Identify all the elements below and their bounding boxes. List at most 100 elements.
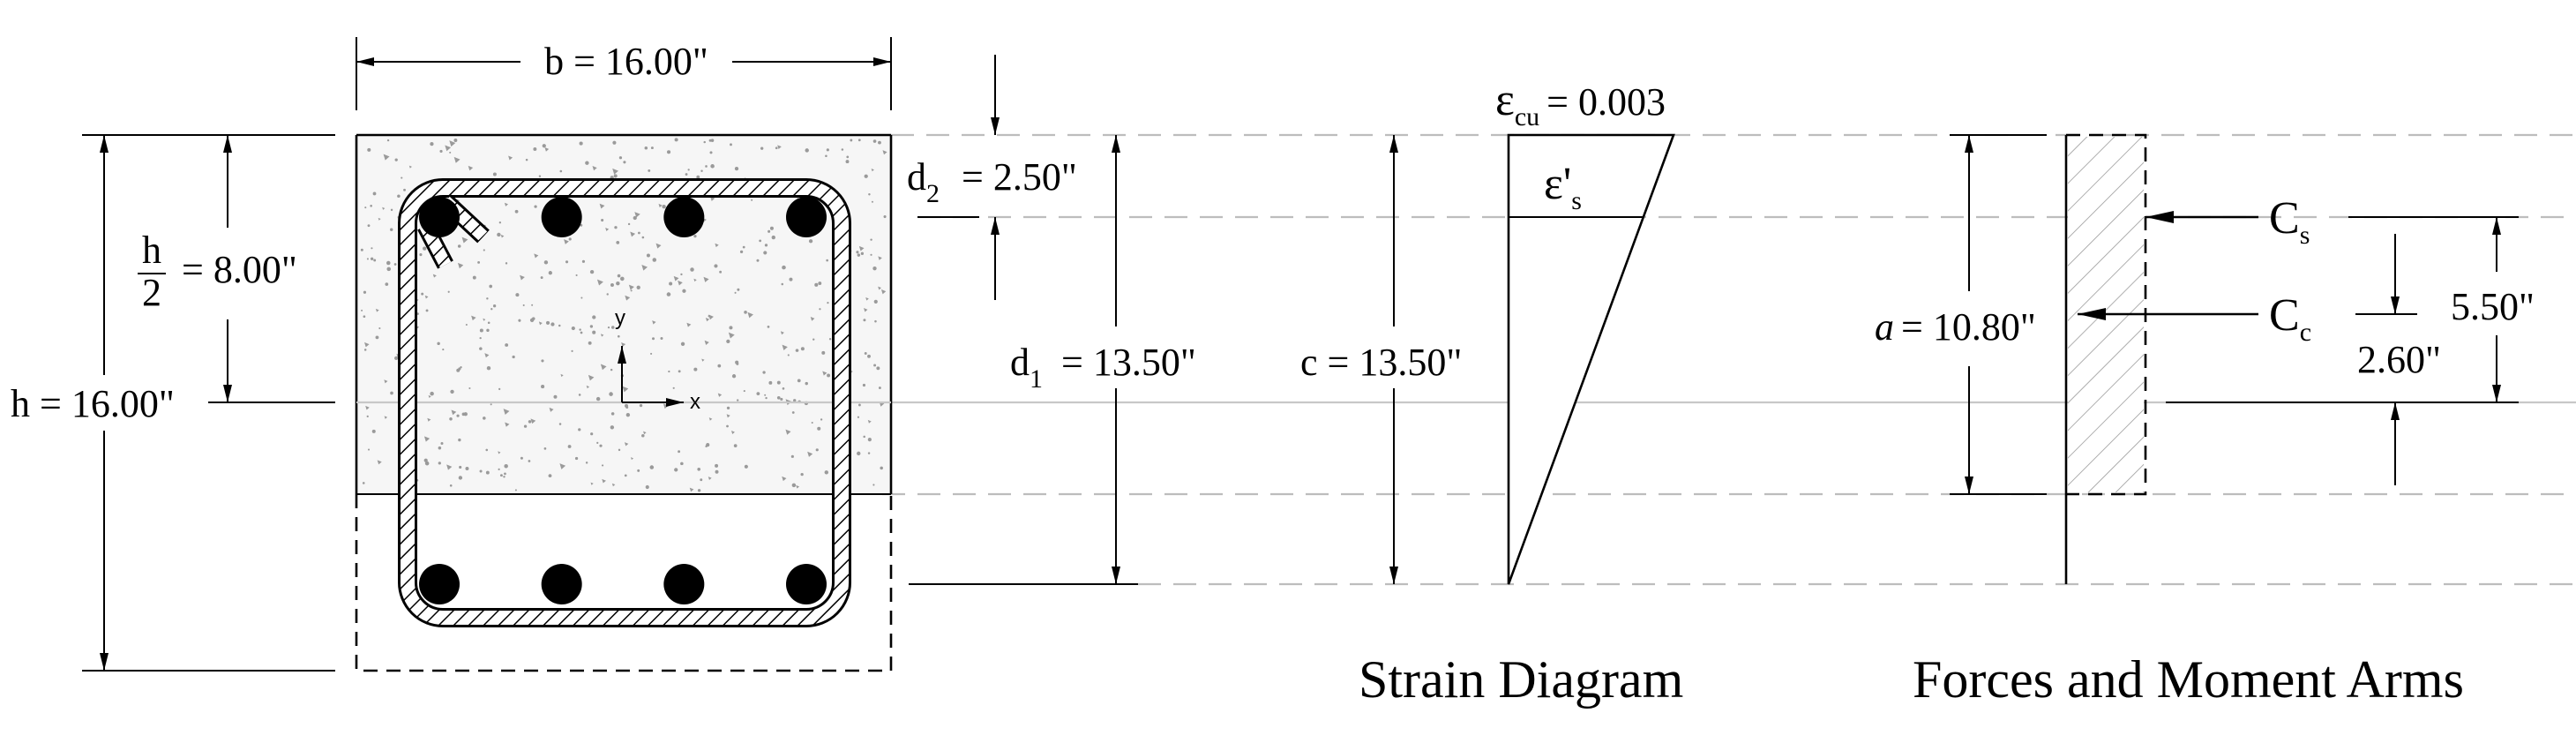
speckle-dot [498, 468, 500, 470]
speckle-dot [384, 416, 388, 419]
speckle-dot [822, 371, 827, 376]
speckle-dot [708, 314, 711, 318]
speckle-dot [423, 246, 427, 251]
speckle-dot [826, 148, 829, 152]
speckle-dot [872, 484, 875, 486]
speckle-dot [558, 324, 561, 327]
speckle-dot [690, 267, 694, 272]
speckle-dot [878, 256, 882, 260]
speckle-dot [782, 476, 787, 482]
speckle-dot [596, 279, 603, 286]
speckle-dot [370, 257, 374, 260]
speckle-dot [544, 146, 550, 152]
speckle-dot [648, 169, 651, 172]
speckle-dot [508, 155, 513, 161]
speckle-dot [609, 392, 613, 396]
speckle-dot [860, 251, 865, 255]
speckle-dot [559, 463, 566, 469]
speckle-dot [483, 417, 486, 420]
speckle-dot [453, 156, 461, 163]
speckle-dot [612, 168, 618, 175]
speckle-dot [787, 354, 790, 356]
speckle-dot [730, 143, 732, 146]
speckle-dot [759, 239, 762, 243]
speckle-dot [817, 426, 821, 431]
speckle-dot [693, 235, 697, 238]
speckle-dot [560, 373, 564, 378]
speckle-dot [673, 275, 679, 281]
speckle-dot [710, 139, 715, 142]
height-dimension: h = 16.00" [11, 134, 335, 672]
speckle-dot [870, 238, 872, 241]
speckle-dot [612, 140, 617, 145]
speckle-dot [680, 462, 684, 466]
speckle-dot [731, 374, 737, 379]
speckle-dot [393, 263, 397, 266]
speckle-dot [385, 282, 389, 286]
speckle-dot [578, 428, 581, 432]
speckle-dot [739, 250, 744, 253]
speckle-dot [734, 166, 739, 171]
speckle-dot [870, 253, 872, 256]
speckle-dot [846, 155, 850, 159]
speckle-dot [638, 231, 640, 235]
speckle-dot [553, 394, 558, 399]
speckle-dot [505, 343, 509, 347]
speckle-dot [453, 139, 458, 142]
speckle-dot [630, 289, 633, 292]
speckle-dot [796, 484, 800, 489]
speckle-dot [401, 176, 403, 179]
speckle-dot [486, 297, 489, 300]
speckle-dot [680, 273, 683, 276]
speckle-dot [585, 161, 589, 165]
speckle-dot [769, 226, 774, 230]
speckle-dot [652, 258, 657, 262]
speckle-dot [515, 293, 520, 297]
speckle-dot [872, 139, 877, 143]
d2-value: = 2.50" [962, 155, 1077, 199]
width-dimension: b = 16.00" [356, 37, 892, 110]
speckle-dot [498, 387, 501, 391]
speckle-dot [613, 174, 618, 178]
speckle-dot [382, 206, 386, 210]
speckle-dot [542, 144, 546, 148]
speckle-dot [696, 175, 700, 179]
speckle-dot [372, 191, 377, 196]
speckle-dot [363, 315, 366, 319]
speckle-dot [820, 418, 823, 421]
d2-dimension: d2 = 2.50" [907, 55, 1077, 300]
speckle-dot [666, 150, 671, 154]
speckle-dot [719, 270, 723, 274]
speckle-dot [449, 151, 452, 154]
speckle-dot [762, 371, 766, 374]
speckle-dot [605, 228, 610, 232]
speckle-dot [514, 209, 519, 214]
speckle-dot [367, 224, 371, 228]
speckle-dot [874, 319, 877, 323]
speckle-dot [863, 435, 865, 439]
local-axes: y x [615, 306, 700, 414]
speckle-dot [672, 387, 675, 389]
speckle-dot [606, 293, 609, 296]
top-rebar [663, 197, 705, 237]
speckle-dot [864, 308, 868, 312]
speckle-dot [624, 474, 627, 477]
ecu-label: εcu= 0.003 [1495, 75, 1666, 131]
cs-label: Cs [2269, 193, 2310, 250]
speckle-dot [867, 438, 872, 442]
speckle-dot [800, 472, 804, 477]
speckle-dot [857, 253, 861, 257]
speckle-dot [489, 284, 493, 289]
speckle-dot [362, 482, 365, 484]
speckle-dot [760, 146, 764, 150]
speckle-dot [882, 150, 887, 155]
top-bars [419, 197, 827, 237]
speckle-dot [744, 464, 748, 469]
bottom-rebar [786, 564, 827, 604]
speckle-dot [630, 457, 634, 461]
speckle-dot [586, 385, 590, 389]
speckle-dot [625, 406, 629, 409]
speckle-dot [864, 174, 868, 178]
c-label: c = 13.50" [1300, 341, 1462, 384]
speckle-dot [793, 399, 797, 402]
